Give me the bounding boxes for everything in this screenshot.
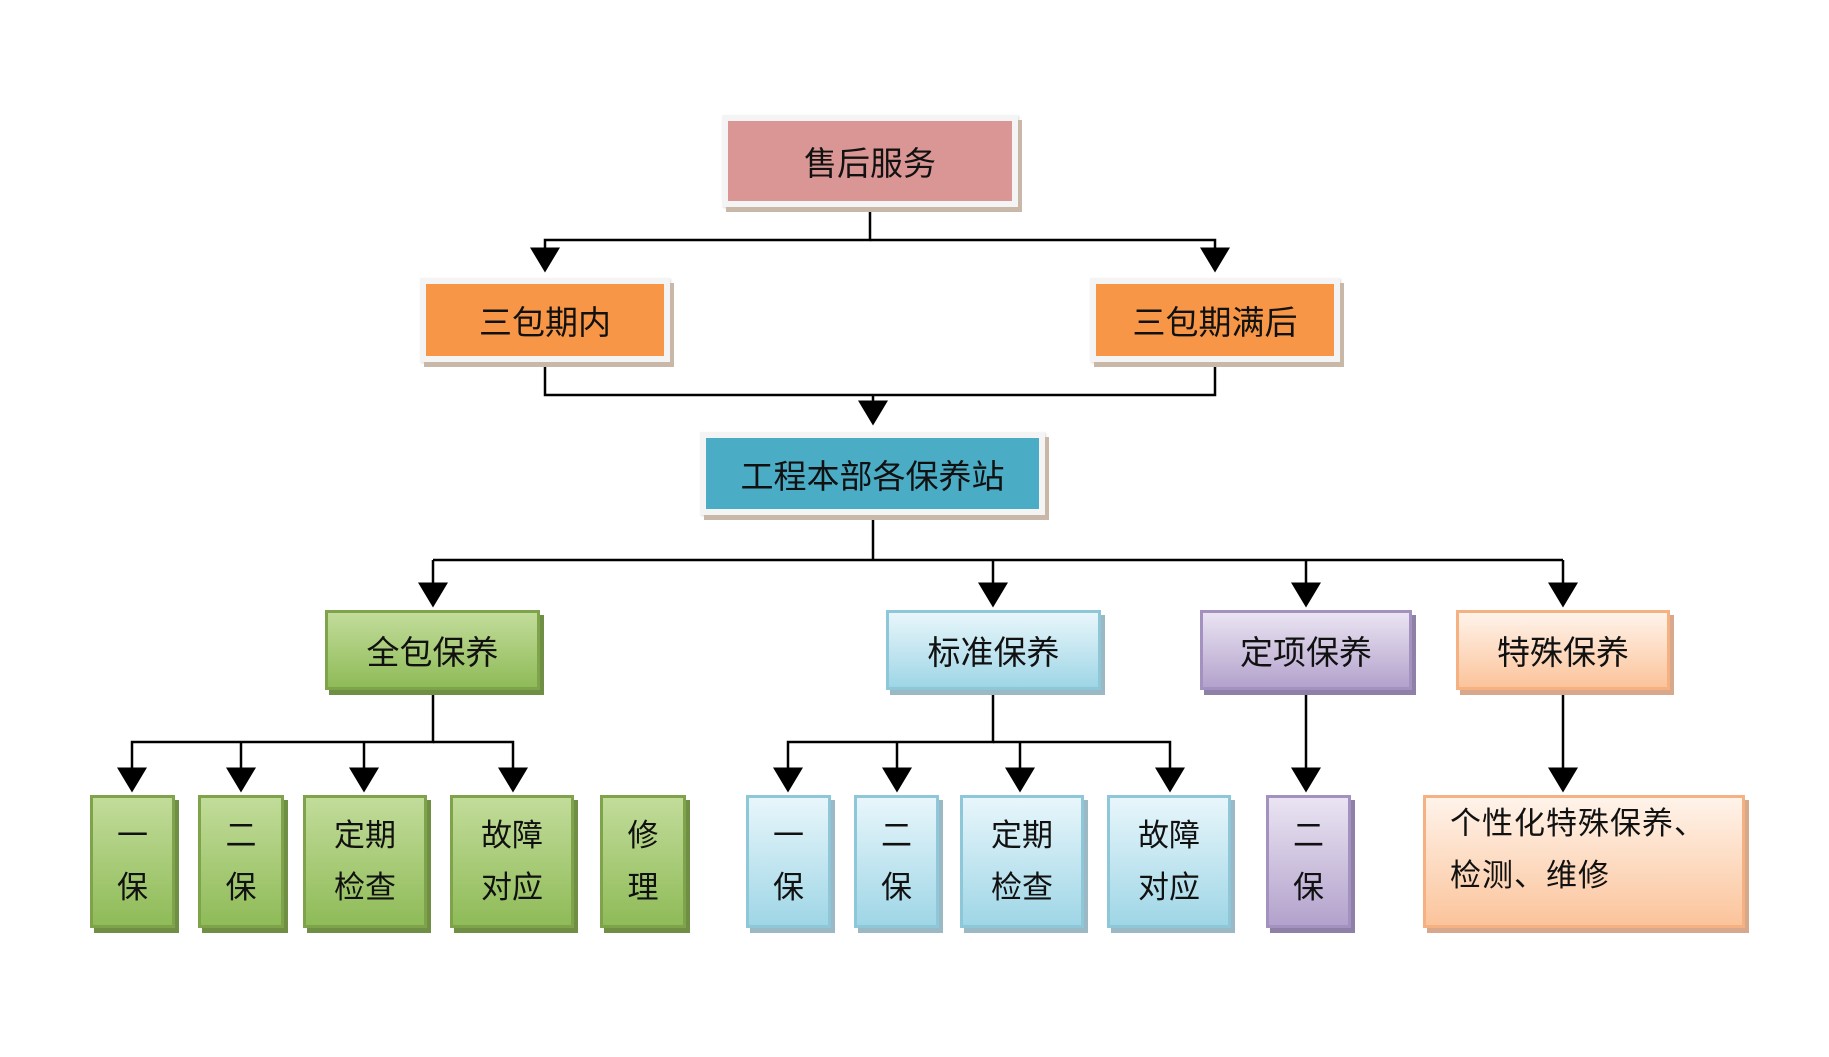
std-first-line1: 一 [773, 817, 804, 854]
std-fault-response-node: 故障 对应 [1107, 795, 1231, 928]
warranty-after-label: 三包期满后 [1132, 303, 1298, 342]
standard-node: 标准保养 [886, 610, 1101, 690]
fixed-second-line2: 保 [1293, 869, 1324, 906]
warranty-in-label: 三包期内 [479, 303, 611, 342]
fixed-item-label: 定项保养 [1240, 633, 1372, 672]
full-repair-line1: 修 [627, 817, 659, 854]
full-first-maintenance-node: 一 保 [90, 795, 175, 928]
warranty-after-node: 三包期满后 [1090, 278, 1340, 362]
full-second-line1: 二 [225, 817, 257, 854]
full-periodic-check-node: 定期 检查 [303, 795, 427, 928]
full-fault-line2: 对应 [481, 869, 543, 906]
fixed-item-node: 定项保养 [1200, 610, 1412, 690]
root-label: 售后服务 [804, 144, 936, 183]
std-periodic-line1: 定期 [991, 817, 1053, 854]
special-label: 特殊保养 [1497, 633, 1629, 672]
full-periodic-line1: 定期 [334, 817, 396, 854]
warranty-in-node: 三包期内 [420, 278, 670, 362]
special-line2: 检测、维修 [1450, 858, 1610, 894]
stations-node: 工程本部各保养站 [700, 432, 1045, 515]
fixed-second-maintenance-node: 二 保 [1266, 795, 1351, 928]
full-repair-line2: 理 [627, 869, 659, 906]
special-custom-node: 个性化特殊保养、 检测、维修 [1423, 795, 1745, 928]
std-periodic-line2: 检查 [991, 869, 1053, 906]
full-second-maintenance-node: 二 保 [198, 795, 284, 928]
full-periodic-line2: 检查 [334, 869, 396, 906]
std-second-line2: 保 [881, 869, 912, 906]
full-second-line2: 保 [225, 869, 257, 906]
std-first-maintenance-node: 一 保 [746, 795, 831, 928]
full-package-node: 全包保养 [325, 610, 540, 690]
full-package-label: 全包保养 [366, 633, 499, 672]
full-first-line2: 保 [117, 869, 148, 906]
std-periodic-check-node: 定期 检查 [960, 795, 1084, 928]
full-repair-node: 修 理 [600, 795, 686, 928]
std-second-line1: 二 [881, 817, 912, 854]
special-node: 特殊保养 [1456, 610, 1670, 690]
standard-label: 标准保养 [927, 633, 1060, 672]
std-fault-line2: 对应 [1138, 869, 1200, 906]
fixed-second-line1: 二 [1293, 817, 1324, 854]
stations-label: 工程本部各保养站 [740, 456, 1005, 496]
std-fault-line1: 故障 [1138, 817, 1200, 854]
std-second-maintenance-node: 二 保 [854, 795, 939, 928]
std-first-line2: 保 [773, 869, 804, 906]
root-node: 售后服务 [722, 115, 1018, 207]
full-first-line1: 一 [117, 817, 148, 854]
full-fault-line1: 故障 [481, 817, 543, 854]
special-line1: 个性化特殊保养、 [1450, 806, 1706, 842]
full-fault-response-node: 故障 对应 [450, 795, 574, 928]
